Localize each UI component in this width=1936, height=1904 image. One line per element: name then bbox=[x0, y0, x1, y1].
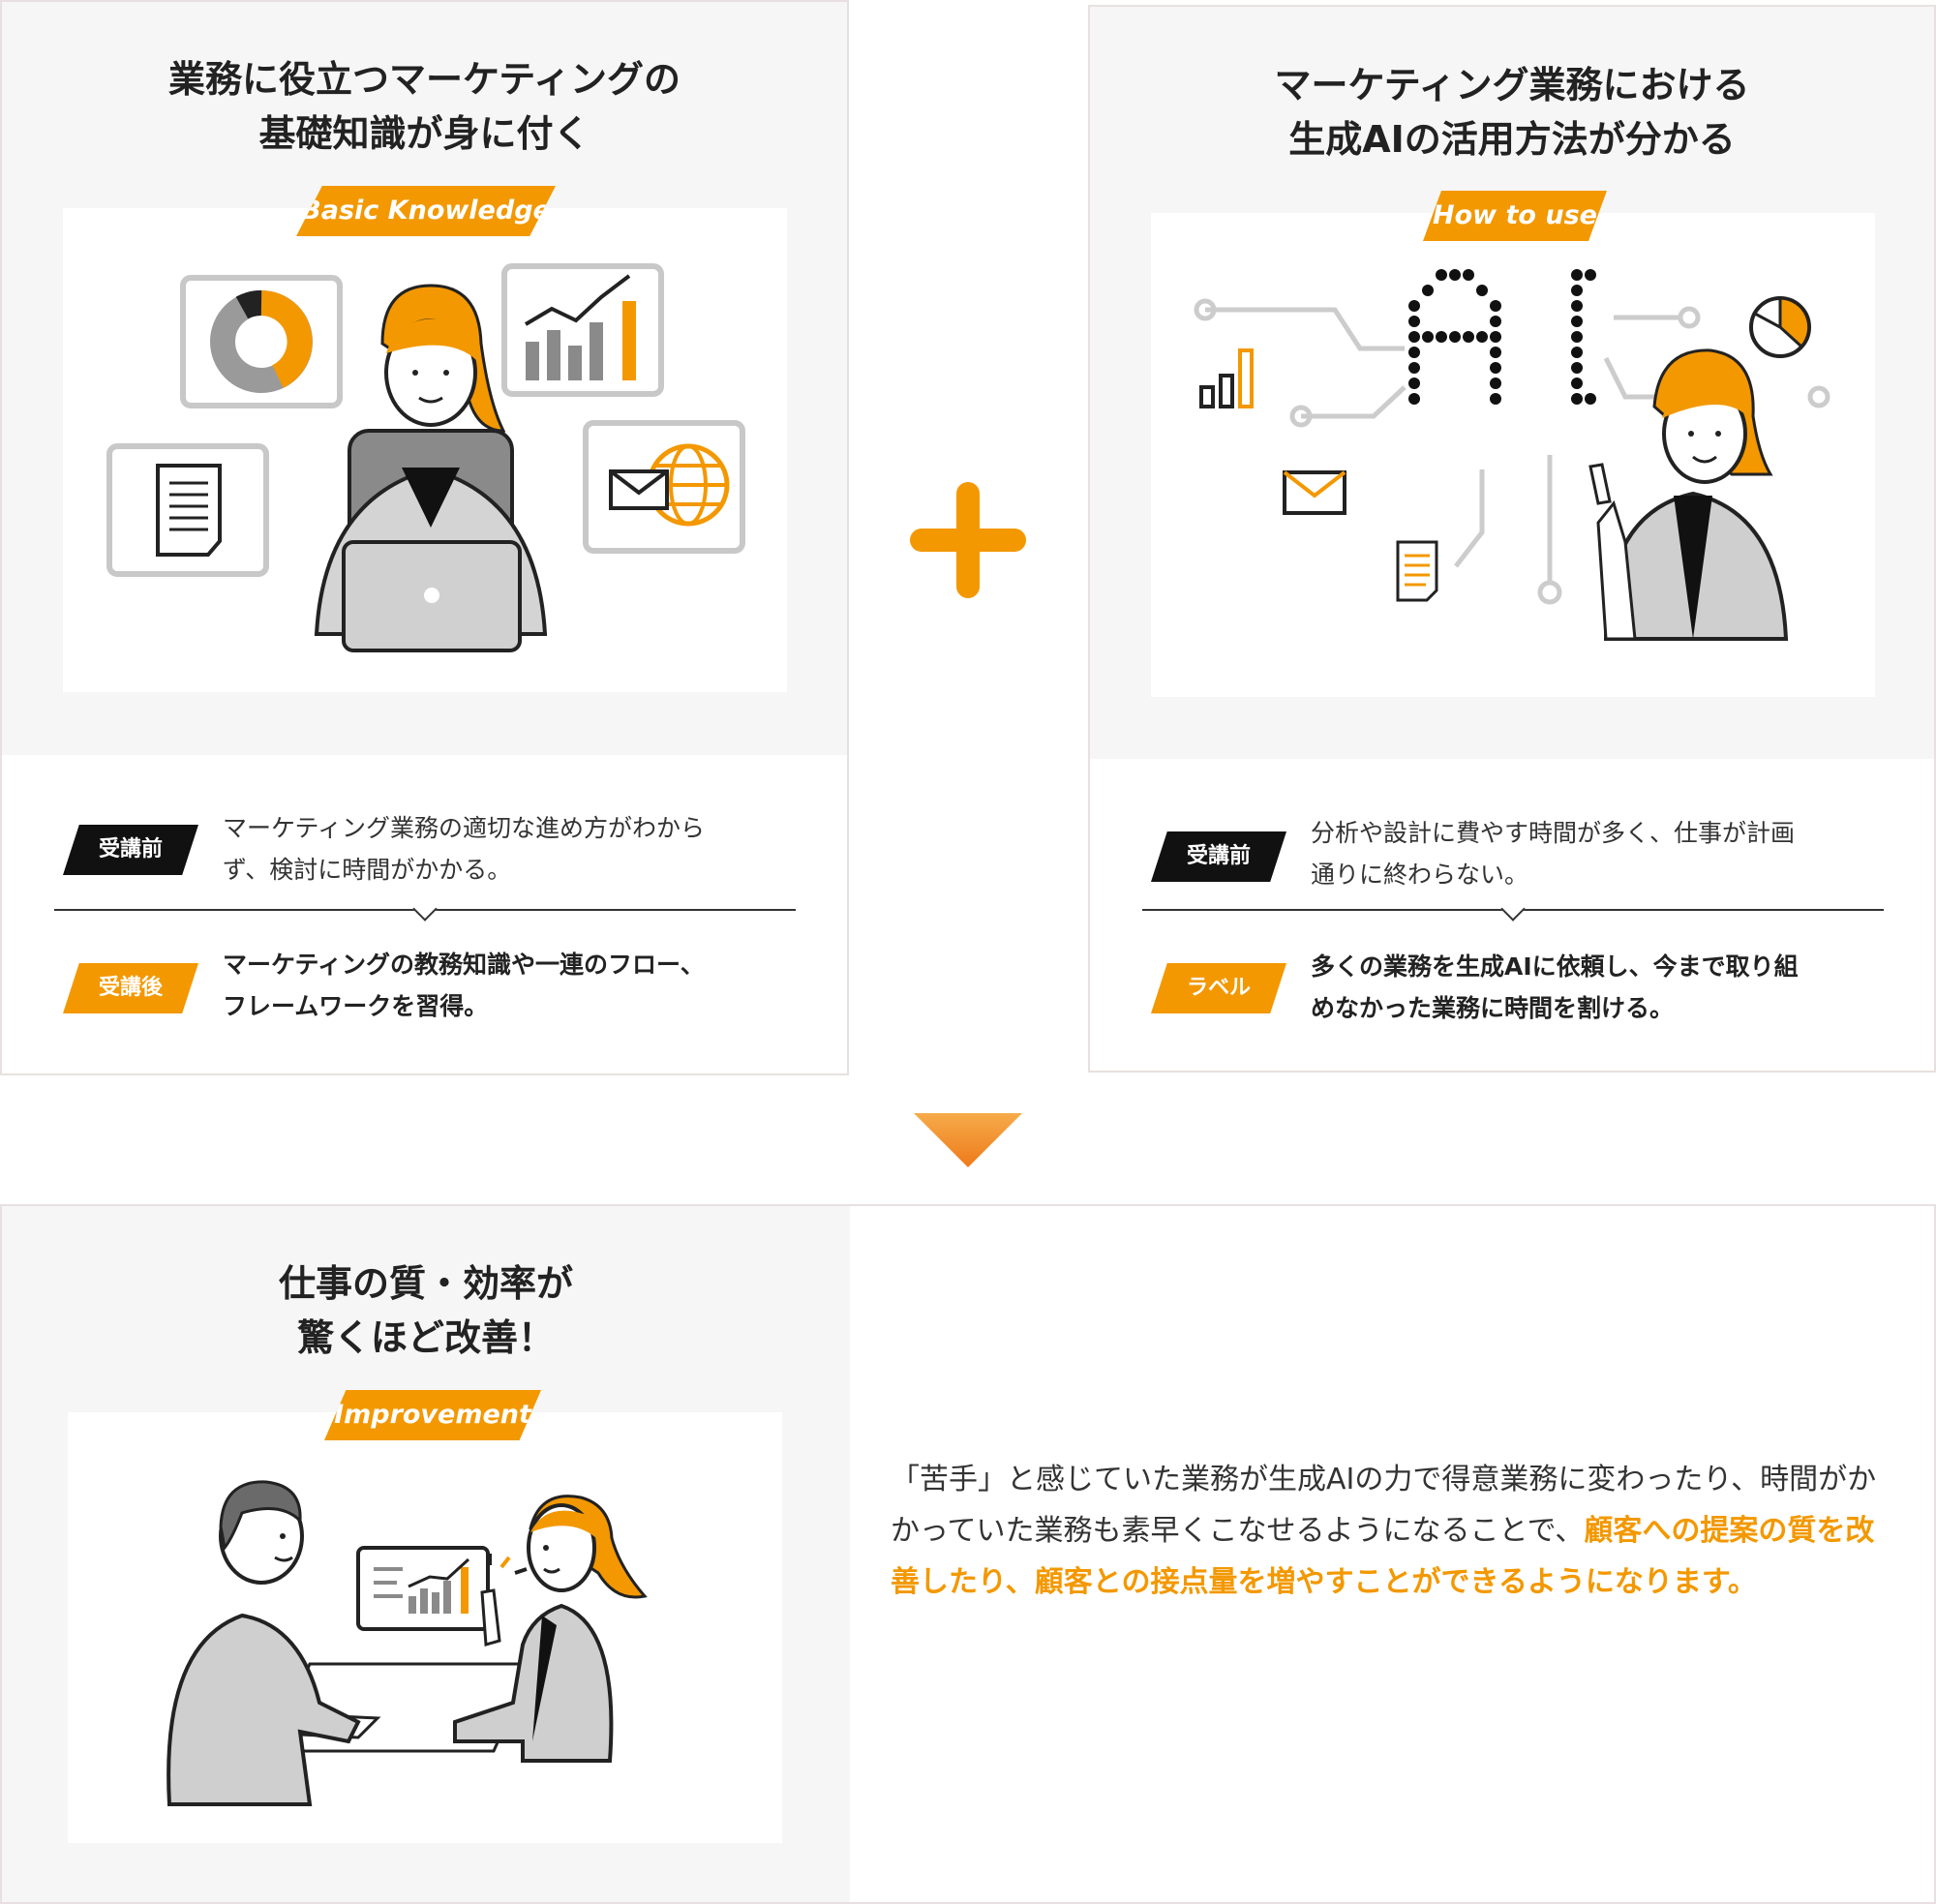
divider-with-notch bbox=[1142, 896, 1884, 922]
circuit-lines bbox=[1194, 298, 1830, 605]
after-text-line-1: マーケティングの教務知識や一連のフロー、 bbox=[223, 951, 705, 979]
title-line-2: 基礎知識が身に付く bbox=[258, 112, 590, 155]
before-label: 受講前 bbox=[1151, 831, 1286, 882]
plus-icon bbox=[910, 482, 1026, 598]
mail-icon bbox=[1283, 470, 1346, 515]
woman-figure bbox=[314, 284, 548, 652]
illustration-woman-laptop bbox=[63, 208, 787, 692]
tag-basic-knowledge: Basic Knowledge bbox=[296, 186, 556, 236]
document-icon bbox=[106, 443, 269, 577]
illustration-svg bbox=[1194, 269, 1830, 641]
result-text-plain: 「苦手」と感じていた業務が生成AIの力で得意業務に変わったり、時間がかかっていた… bbox=[891, 1463, 1877, 1548]
tag-how-to-use: How to use bbox=[1423, 191, 1607, 241]
result-description: 「苦手」と感じていた業務が生成AIの力で得意業務に変わったり、時間がかかっていた… bbox=[891, 1454, 1878, 1608]
card-title: マーケティング業務における 生成AIの活用方法が分かる bbox=[1090, 58, 1934, 166]
tag-improvement: Improvement bbox=[324, 1390, 541, 1440]
arrow-down-icon bbox=[914, 1113, 1022, 1167]
after-label: 受講後 bbox=[63, 963, 198, 1013]
after-text-line-2: フレームワークを習得。 bbox=[223, 992, 489, 1020]
donut-chart-icon bbox=[180, 275, 343, 408]
man-figure bbox=[166, 1480, 361, 1806]
bar-chart-icon bbox=[1199, 348, 1254, 408]
before-text: マーケティング業務の適切な進め方がわから ず、検討に時間がかかる。 bbox=[223, 807, 803, 891]
before-text-line-2: 通りに終わらない。 bbox=[1311, 861, 1529, 889]
result-text-highlight: 顧客への提案の質を改善したり、顧客との接点量を増やすことができるようになります。 bbox=[891, 1514, 1875, 1599]
document-icon bbox=[1396, 540, 1438, 602]
illustration-svg bbox=[106, 263, 745, 652]
after-text-line-2: めなかった業務に時間を割ける。 bbox=[1311, 994, 1675, 1022]
illustration-svg bbox=[166, 1480, 648, 1806]
arrow-down-svg bbox=[914, 1113, 1022, 1167]
card-title: 業務に役立つマーケティングの 基礎知識が身に付く bbox=[2, 52, 847, 161]
before-row: 受講前 分析や設計に費やす時間が多く、仕事が計画 通りに終わらない。 bbox=[1151, 812, 1887, 909]
mail-globe-icon bbox=[583, 420, 745, 554]
before-text-line-2: ず、検討に時間がかかる。 bbox=[223, 856, 512, 884]
bar-chart-icon bbox=[356, 1546, 490, 1631]
after-row: ラベル 多くの業務を生成AIに依頼し、今まで取り組 めなかった業務に時間を割ける… bbox=[1151, 946, 1887, 1043]
title-line-1: 仕事の質・効率が bbox=[278, 1262, 573, 1305]
card-top-panel: 業務に役立つマーケティングの 基礎知識が身に付く bbox=[2, 2, 847, 755]
before-row: 受講前 マーケティング業務の適切な進め方がわから ず、検討に時間がかかる。 bbox=[63, 807, 799, 904]
woman-pointing-figure bbox=[1588, 348, 1789, 641]
bar-chart-icon bbox=[501, 263, 664, 397]
after-text-line-1: 多くの業務を生成AIに依頼し、今まで取り組 bbox=[1311, 952, 1799, 981]
card-ai-usage: マーケティング業務における 生成AIの活用方法が分かる bbox=[1088, 5, 1936, 1073]
illustration-ai-woman bbox=[1151, 213, 1875, 697]
plus-icon-svg bbox=[910, 482, 1026, 598]
card-left-panel: 仕事の質・効率が 驚くほど改善！ bbox=[2, 1206, 850, 1902]
ai-dot-letters bbox=[1408, 269, 1596, 405]
before-text-line-1: 分析や設計に費やす時間が多く、仕事が計画 bbox=[1311, 819, 1796, 847]
illustration-meeting bbox=[68, 1412, 782, 1843]
pie-chart-icon bbox=[1749, 296, 1811, 358]
title-line-2: 驚くほど改善！ bbox=[296, 1316, 555, 1359]
card-improvement: 仕事の質・効率が 驚くほど改善！ bbox=[0, 1204, 1936, 1904]
after-label: ラベル bbox=[1151, 963, 1286, 1013]
card-top-panel: マーケティング業務における 生成AIの活用方法が分かる bbox=[1090, 7, 1934, 759]
before-text: 分析や設計に費やす時間が多く、仕事が計画 通りに終わらない。 bbox=[1311, 812, 1891, 895]
woman-figure bbox=[453, 1495, 648, 1763]
card-basic-knowledge: 業務に役立つマーケティングの 基礎知識が身に付く bbox=[0, 0, 849, 1075]
after-text: 多くの業務を生成AIに依頼し、今まで取り組 めなかった業務に時間を割ける。 bbox=[1311, 946, 1891, 1029]
card-title: 仕事の質・効率が 驚くほど改善！ bbox=[2, 1256, 850, 1365]
after-text: マーケティングの教務知識や一連のフロー、 フレームワークを習得。 bbox=[223, 944, 803, 1027]
before-text-line-1: マーケティング業務の適切な進め方がわから bbox=[223, 814, 706, 842]
divider-with-notch bbox=[54, 896, 796, 922]
title-line-1: マーケティング業務における bbox=[1274, 64, 1750, 106]
title-line-2: 生成AIの活用方法が分かる bbox=[1288, 118, 1736, 161]
after-row: 受講後 マーケティングの教務知識や一連のフロー、 フレームワークを習得。 bbox=[63, 944, 799, 1041]
before-label: 受講前 bbox=[63, 825, 198, 875]
title-line-1: 業務に役立つマーケティングの bbox=[168, 58, 681, 101]
